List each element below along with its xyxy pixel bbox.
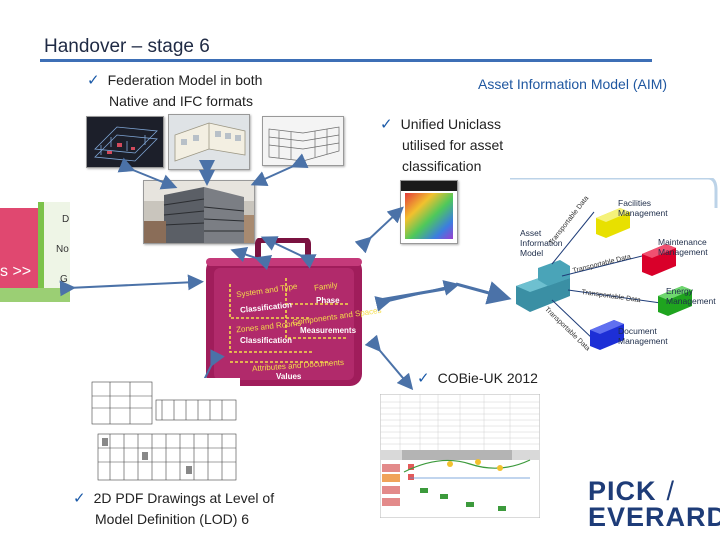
case-values: Values (276, 372, 302, 381)
federation-line-1: Federation Model in both (107, 72, 263, 88)
logo-line-1: PICK (588, 476, 657, 506)
side-arrow-text: s >> (0, 263, 32, 280)
cobie-label: COBie-UK 2012 (437, 370, 538, 386)
facilities-block (596, 208, 630, 238)
federation-bullet: ✓ Federation Model in both Native and IFC… (87, 70, 262, 112)
check-icon: ✓ (73, 490, 86, 507)
slide-title: Handover – stage 6 (44, 36, 210, 57)
title-underline (40, 59, 652, 62)
case-phase: Phase (316, 296, 340, 305)
check-icon: ✓ (380, 116, 393, 133)
pdf-bullet: ✓ 2D PDF Drawings at Level of Model Defin… (73, 488, 274, 530)
uniclass-chart-image (400, 180, 458, 244)
information-case (206, 238, 362, 386)
side-letter-d: D (62, 214, 70, 225)
cobie-bullet: ✓ COBie-UK 2012 (417, 368, 538, 389)
pdf-line-2: Model Definition (LOD) 6 (95, 511, 250, 527)
aim-title: Asset Information Model (AIM) (478, 76, 668, 92)
maintenance-block (642, 244, 676, 276)
logo-slash: / (666, 476, 676, 506)
pdf-line-1: 2D PDF Drawings at Level of (93, 490, 275, 506)
federated-building-image (143, 180, 255, 244)
side-letter-no: No (56, 244, 69, 255)
rics-plan-of-work-fragment (0, 202, 70, 302)
2d-drawings-image (90, 378, 240, 488)
uniclass-line-2: utilised for asset (402, 137, 504, 153)
energy-block (658, 286, 692, 316)
federation-line-2: Native and IFC formats (109, 93, 253, 109)
uniclass-line-1: Unified Uniclass (400, 116, 501, 132)
case-measurements: Measurements (300, 326, 357, 335)
logo-line-2: EVERARD (588, 502, 720, 532)
uniclass-bullet: ✓ Unified Uniclass utilised for asset cla… (380, 114, 503, 177)
check-icon: ✓ (87, 72, 100, 89)
aim-diagram (510, 178, 718, 350)
document-block (590, 320, 624, 350)
aim-block (516, 260, 570, 312)
pick-everard-logo: PICK / EVERARD (588, 476, 720, 532)
check-icon: ✓ (417, 370, 430, 387)
case-classification-2: Classification (240, 336, 293, 345)
uniclass-line-3: classification (402, 158, 482, 174)
cobie-spreadsheet-image (380, 394, 540, 518)
